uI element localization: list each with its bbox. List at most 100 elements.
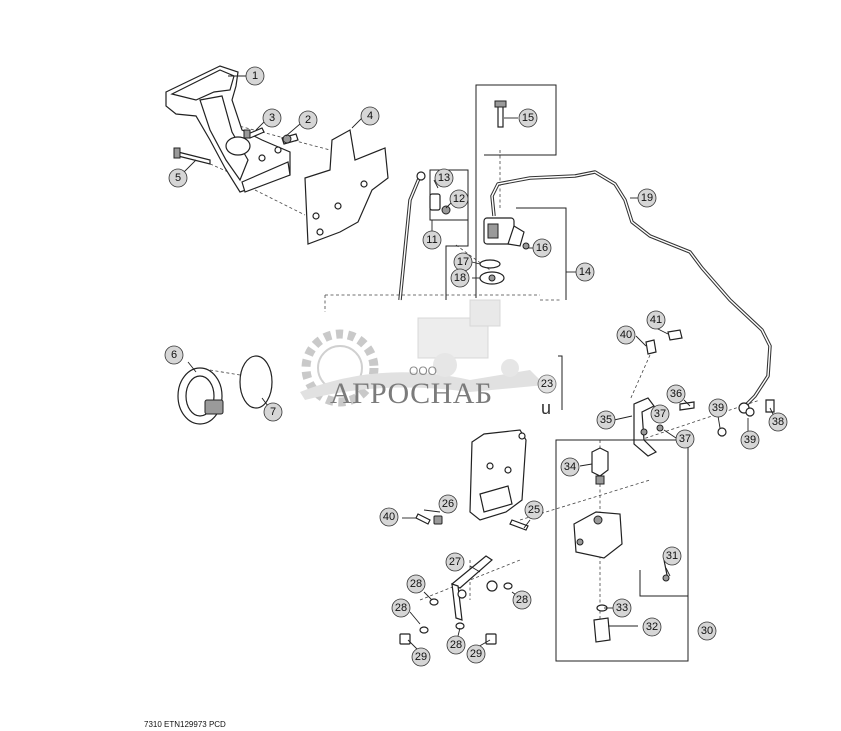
svg-text:14: 14 (579, 266, 591, 278)
svg-text:17: 17 (457, 256, 469, 268)
callout-27: 27 (445, 552, 465, 572)
callout-39a: 39 (708, 398, 728, 418)
svg-text:26: 26 (442, 498, 454, 510)
svg-text:37: 37 (654, 408, 666, 420)
callout-17: 17 (453, 252, 473, 272)
callout-28c: 28 (446, 635, 466, 655)
svg-text:12: 12 (453, 193, 465, 205)
callout-33: 33 (612, 598, 632, 618)
mounting-plate (304, 129, 389, 245)
callout-28d: 28 (512, 590, 532, 610)
svg-text:36: 36 (670, 388, 682, 400)
callout-4: 4 (360, 106, 380, 126)
svg-text:27: 27 (449, 556, 461, 568)
valve-block-assembly (555, 439, 689, 662)
callout-15: 15 (518, 108, 538, 128)
callout-1: 1 (245, 66, 265, 86)
callout-25: 25 (524, 500, 544, 520)
svg-text:31: 31 (666, 550, 678, 562)
figure-code: 7310 ETN129973 PCD (144, 720, 226, 729)
svg-text:34: 34 (564, 461, 576, 473)
callout-41: 41 (646, 310, 666, 330)
callout-32: 32 (642, 617, 662, 637)
svg-text:4: 4 (367, 110, 373, 122)
hose-clamp (177, 355, 273, 425)
callout-36: 36 (666, 384, 686, 404)
callout-19: 19 (637, 188, 657, 208)
svg-text:35: 35 (600, 414, 612, 426)
callout-6: 6 (164, 345, 184, 365)
bolts-middle (415, 513, 529, 531)
callout-29a: 29 (411, 647, 431, 667)
svg-text:5: 5 (175, 172, 181, 184)
callout-29b: 29 (466, 644, 486, 664)
callout-38: 38 (768, 412, 788, 432)
watermark-suffix: u (541, 398, 552, 418)
svg-text:41: 41 (650, 314, 662, 326)
callout-23: 23 (537, 374, 557, 394)
svg-text:13: 13 (438, 172, 450, 184)
svg-text:28: 28 (516, 594, 528, 606)
svg-text:18: 18 (454, 272, 466, 284)
callout-5: 5 (168, 168, 188, 188)
assembly-dashed-lines (189, 124, 761, 620)
callout-28b: 28 (391, 598, 411, 618)
svg-text:28: 28 (450, 639, 462, 651)
callout-37a: 37 (650, 404, 670, 424)
bolts-upper-left (173, 127, 299, 165)
svg-text:19: 19 (641, 192, 653, 204)
rod-assembly (399, 555, 513, 645)
watermark-logo (300, 299, 545, 407)
pedal-bracket (165, 65, 291, 193)
callout-40b: 40 (379, 507, 399, 527)
svg-text:11: 11 (426, 234, 437, 246)
sensor-small (429, 193, 451, 215)
callout-31: 31 (662, 546, 682, 566)
svg-text:30: 30 (701, 625, 713, 637)
svg-text:39: 39 (744, 434, 756, 446)
callout-16: 16 (532, 238, 552, 258)
svg-text:38: 38 (772, 416, 784, 428)
valve-module-upper (479, 100, 530, 285)
callout-14: 14 (575, 262, 595, 282)
svg-text:15: 15 (522, 112, 534, 124)
svg-text:16: 16 (536, 242, 548, 254)
svg-text:3: 3 (269, 112, 275, 124)
svg-text:28: 28 (395, 602, 407, 614)
callout-26: 26 (438, 494, 458, 514)
hydraulic-line (398, 170, 772, 414)
watermark-brand: АГРОСНАБ (330, 377, 493, 410)
svg-text:37: 37 (679, 433, 691, 445)
callout-40a: 40 (616, 325, 636, 345)
callout-39b: 39 (740, 430, 760, 450)
leader-lines (183, 75, 777, 653)
svg-text:40: 40 (383, 511, 395, 523)
svg-text:29: 29 (415, 651, 427, 663)
callout-35: 35 (596, 410, 616, 430)
svg-text:33: 33 (616, 602, 628, 614)
svg-text:28: 28 (410, 578, 422, 590)
svg-text:40: 40 (620, 329, 632, 341)
group-boxes (429, 84, 689, 661)
callout-37b: 37 (675, 429, 695, 449)
svg-text:6: 6 (171, 349, 177, 361)
svg-text:25: 25 (528, 504, 540, 516)
svg-text:32: 32 (646, 621, 658, 633)
svg-text:29: 29 (470, 648, 482, 660)
callout-28a: 28 (406, 574, 426, 594)
svg-text:2: 2 (305, 114, 311, 126)
watermark-company: ООО (409, 364, 438, 378)
callout-12: 12 (449, 189, 469, 209)
callout-34: 34 (560, 457, 580, 477)
svg-text:1: 1 (252, 70, 258, 82)
svg-text:39: 39 (712, 402, 724, 414)
callout-3: 3 (262, 108, 282, 128)
svg-text:23: 23 (541, 378, 553, 390)
pedal-plate-middle (469, 429, 527, 521)
svg-text:7: 7 (270, 406, 276, 418)
callout-18: 18 (450, 268, 470, 288)
callouts: 1 2 3 4 5 6 7 11 12 13 14 15 16 17 18 19… (164, 66, 788, 667)
callout-7: 7 (263, 402, 283, 422)
callout-2: 2 (298, 110, 318, 130)
